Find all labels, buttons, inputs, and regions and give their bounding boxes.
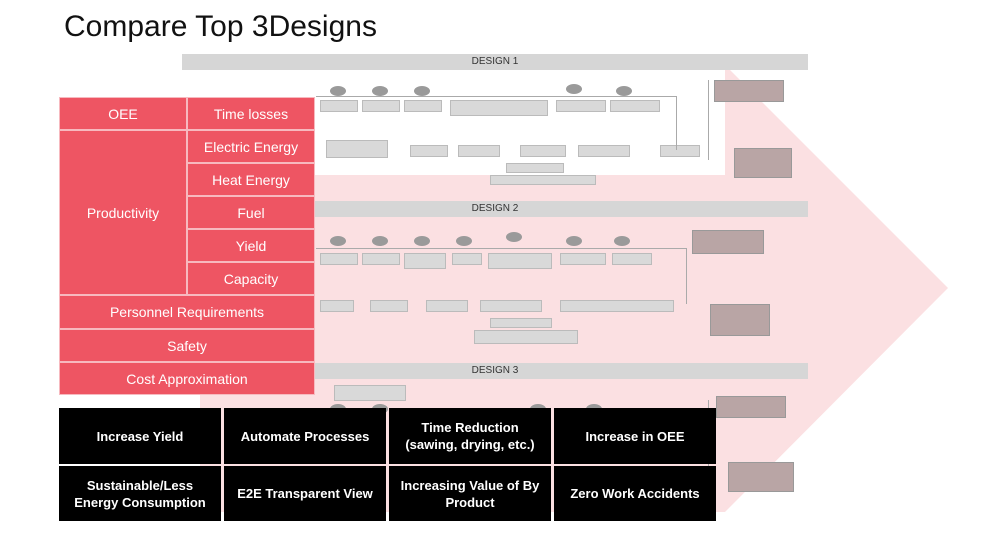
- process-node: [362, 253, 400, 265]
- log-icon: [330, 236, 346, 246]
- goal-increase-yield: Increase Yield: [59, 408, 221, 464]
- criteria-capacity: Capacity: [187, 262, 315, 295]
- design-1-header: DESIGN 1: [182, 54, 808, 70]
- side-box: [714, 80, 784, 102]
- crane-icon: [506, 232, 522, 242]
- saw-icon: [414, 86, 430, 96]
- process-node: [404, 253, 446, 269]
- process-node: [452, 253, 482, 265]
- page-title: Compare Top 3Designs: [64, 10, 377, 43]
- flow-line: [316, 96, 676, 97]
- process-node: [458, 145, 500, 157]
- side-box: [710, 304, 770, 336]
- side-box: [728, 462, 794, 492]
- criteria-time-losses: Time losses: [187, 97, 315, 130]
- saw-blade-icon: [566, 236, 582, 246]
- flow-line: [686, 248, 687, 304]
- criteria-electric-energy: Electric Energy: [187, 130, 315, 163]
- flow-line: [708, 80, 709, 160]
- process-node: [560, 300, 674, 312]
- process-node: [612, 253, 652, 265]
- process-node: [610, 100, 660, 112]
- criteria-heat-energy: Heat Energy: [187, 163, 315, 196]
- goal-zero-accidents: Zero Work Accidents: [554, 466, 716, 521]
- process-node: [426, 300, 468, 312]
- process-node: [320, 300, 354, 312]
- criteria-yield: Yield: [187, 229, 315, 262]
- criteria-safety: Safety: [59, 329, 315, 362]
- criteria-oee: OEE: [59, 97, 187, 130]
- stack-icon: [614, 236, 630, 246]
- process-node: [560, 253, 606, 265]
- criteria-productivity: Productivity: [59, 130, 187, 295]
- goal-e2e-view: E2E Transparent View: [224, 466, 386, 521]
- process-node: [326, 140, 388, 158]
- design-2-header: DESIGN 2: [182, 201, 808, 217]
- process-node: [490, 318, 552, 328]
- process-node: [334, 385, 406, 401]
- process-node: [660, 145, 700, 157]
- saw-icon: [414, 236, 430, 246]
- process-node: [578, 145, 630, 157]
- flow-line: [316, 248, 686, 249]
- side-box: [692, 230, 764, 254]
- side-box: [716, 396, 786, 418]
- process-node: [410, 145, 448, 157]
- process-node: [490, 175, 596, 185]
- process-node: [320, 100, 358, 112]
- side-box: [734, 148, 792, 178]
- flow-line: [676, 96, 677, 150]
- process-node: [362, 100, 400, 112]
- design-3-header: DESIGN 3: [182, 363, 808, 379]
- log-icon: [330, 86, 346, 96]
- goal-by-product: Increasing Value of By Product: [389, 466, 551, 521]
- process-node: [488, 253, 552, 269]
- process-node: [556, 100, 606, 112]
- goal-automate-processes: Automate Processes: [224, 408, 386, 464]
- process-node: [320, 253, 358, 265]
- process-node: [370, 300, 408, 312]
- process-node: [404, 100, 442, 112]
- machine-icon: [372, 236, 388, 246]
- goal-increase-oee: Increase in OEE: [554, 408, 716, 464]
- saw-blade-icon: [566, 84, 582, 94]
- saw-blade-icon: [456, 236, 472, 246]
- goal-sustainable: Sustainable/Less Energy Consumption: [59, 466, 221, 521]
- process-node: [450, 100, 548, 116]
- criteria-fuel: Fuel: [187, 196, 315, 229]
- criteria-personnel: Personnel Requirements: [59, 295, 315, 329]
- process-node: [506, 163, 564, 173]
- goal-time-reduction: Time Reduction (sawing, drying, etc.): [389, 408, 551, 464]
- criteria-cost: Cost Approximation: [59, 362, 315, 395]
- process-node: [480, 300, 542, 312]
- process-node: [520, 145, 566, 157]
- stack-icon: [616, 86, 632, 96]
- process-node: [474, 330, 578, 344]
- machine-icon: [372, 86, 388, 96]
